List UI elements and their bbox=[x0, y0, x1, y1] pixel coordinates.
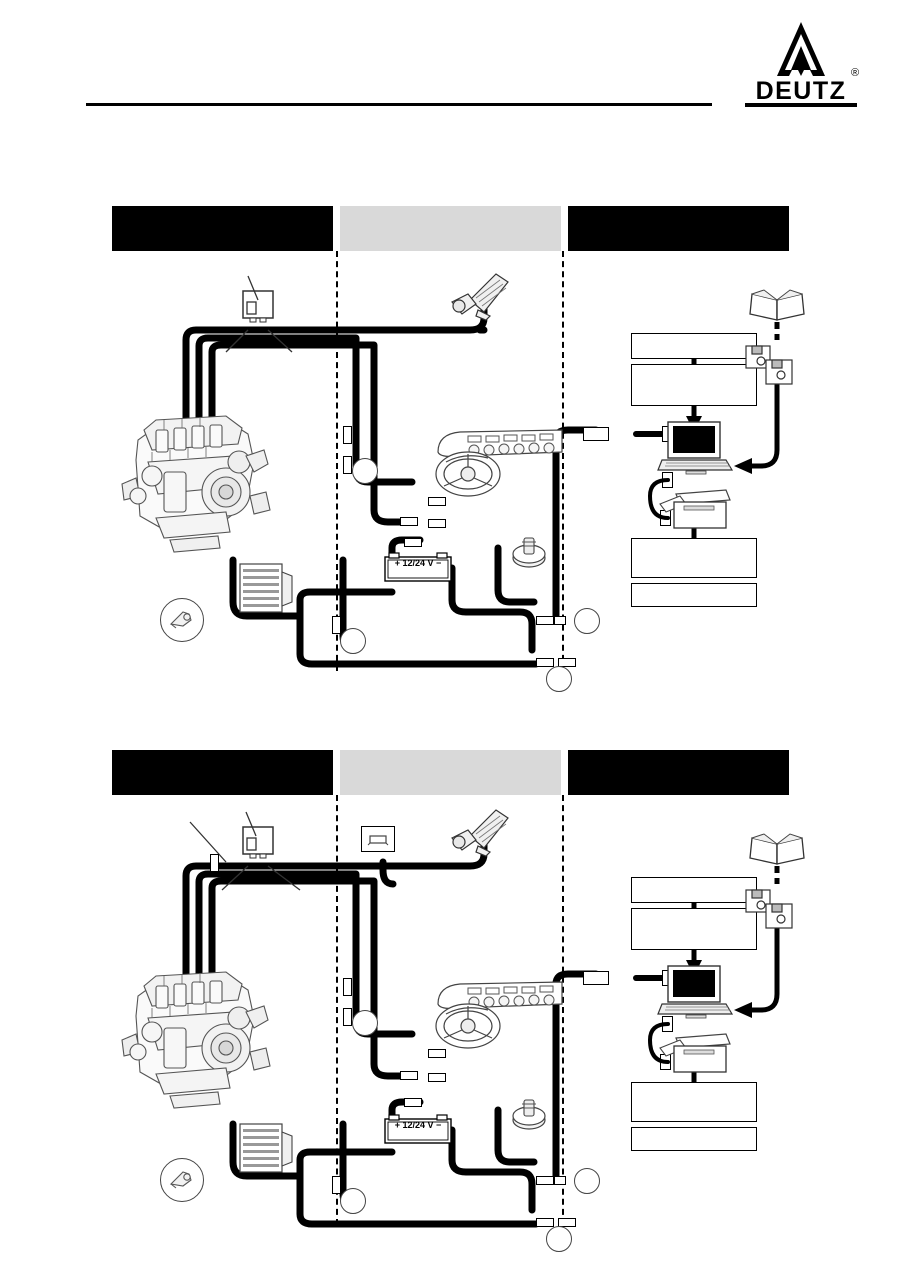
sensor-icon bbox=[169, 1168, 195, 1192]
engine-control-unit bbox=[240, 288, 276, 324]
connector bbox=[536, 658, 554, 667]
band-service-side bbox=[568, 206, 789, 251]
callout-bubble bbox=[352, 1010, 378, 1036]
printer-icon bbox=[656, 482, 736, 532]
connector bbox=[404, 1098, 422, 1107]
service-box-4 bbox=[631, 1127, 757, 1151]
ignition-key-switch bbox=[508, 528, 550, 570]
band-engine-side bbox=[112, 750, 333, 795]
service-box-2 bbox=[631, 908, 757, 950]
band-engine-side bbox=[112, 206, 333, 251]
svg-text:®: ® bbox=[851, 67, 859, 79]
connector bbox=[428, 1073, 446, 1082]
connector bbox=[558, 1218, 576, 1227]
zone-divider-1 bbox=[336, 795, 338, 1225]
connector bbox=[343, 978, 352, 996]
svg-text:DEUTZ: DEUTZ bbox=[756, 77, 847, 105]
band-vehicle-side bbox=[340, 750, 561, 795]
connector bbox=[428, 519, 446, 528]
connector bbox=[558, 658, 576, 667]
laptop-icon bbox=[656, 964, 736, 1020]
adapter-connector-icon bbox=[583, 971, 609, 985]
ecu-leader-lines bbox=[225, 275, 293, 353]
battery bbox=[383, 550, 453, 584]
heat-exchanger bbox=[238, 1122, 296, 1174]
connector bbox=[400, 517, 418, 526]
sensor-icon bbox=[169, 608, 195, 632]
steering-wheel-instrument-panel bbox=[416, 418, 566, 508]
connector bbox=[404, 538, 422, 547]
printer-icon bbox=[656, 1026, 736, 1076]
connector bbox=[536, 1218, 554, 1227]
heat-exchanger bbox=[238, 562, 296, 614]
connector bbox=[332, 616, 341, 634]
manual-book-icon bbox=[748, 288, 806, 326]
service-box-2 bbox=[631, 364, 757, 406]
header-rule bbox=[86, 103, 712, 106]
connector bbox=[536, 1176, 554, 1185]
callout-bubble bbox=[352, 458, 378, 484]
connector bbox=[428, 1049, 446, 1058]
battery-label: + 12/24 V − bbox=[394, 558, 442, 568]
accelerator-pedal-sensor bbox=[446, 268, 516, 324]
zone-divider-1 bbox=[336, 251, 338, 671]
callout-bubble bbox=[574, 1168, 600, 1194]
connector bbox=[554, 1176, 566, 1185]
connector bbox=[554, 616, 566, 625]
ecu-leader-lines bbox=[189, 811, 301, 891]
band-service-side bbox=[568, 750, 789, 795]
diesel-engine-illustration bbox=[108, 400, 293, 565]
callout-bubble bbox=[340, 1188, 366, 1214]
laptop-icon bbox=[656, 420, 736, 476]
connector bbox=[343, 456, 352, 474]
engine-control-unit bbox=[240, 824, 276, 860]
connector bbox=[428, 497, 446, 506]
accelerator-pedal-sensor bbox=[446, 804, 516, 860]
callout-bubble bbox=[340, 628, 366, 654]
floppy-disk-icon bbox=[744, 888, 796, 930]
zone-divider-2 bbox=[562, 795, 564, 1225]
band-vehicle-side bbox=[340, 206, 561, 251]
callout-bubble bbox=[574, 608, 600, 634]
adapter-connector-icon bbox=[583, 427, 609, 441]
callout-bubble bbox=[546, 666, 572, 692]
diesel-engine-illustration bbox=[108, 956, 293, 1121]
connector bbox=[400, 1071, 418, 1080]
ignition-key-switch bbox=[508, 1090, 550, 1132]
service-box-4 bbox=[631, 583, 757, 607]
connector bbox=[210, 854, 219, 872]
zone-divider-2 bbox=[562, 251, 564, 671]
deutz-logo: DEUTZ ® bbox=[721, 20, 881, 110]
connector bbox=[536, 616, 554, 625]
battery bbox=[383, 1112, 453, 1146]
connector bbox=[343, 1008, 352, 1026]
connector bbox=[343, 426, 352, 444]
service-box-3 bbox=[631, 1082, 757, 1122]
steering-wheel-instrument-panel bbox=[416, 970, 566, 1060]
relay-icon bbox=[367, 832, 389, 846]
connector bbox=[332, 1176, 341, 1194]
service-box-1 bbox=[631, 333, 757, 359]
service-box-3 bbox=[631, 538, 757, 578]
callout-bubble bbox=[546, 1226, 572, 1252]
battery-label: + 12/24 V − bbox=[394, 1120, 442, 1130]
manual-book-icon bbox=[748, 832, 806, 870]
floppy-disk-icon bbox=[744, 344, 796, 386]
